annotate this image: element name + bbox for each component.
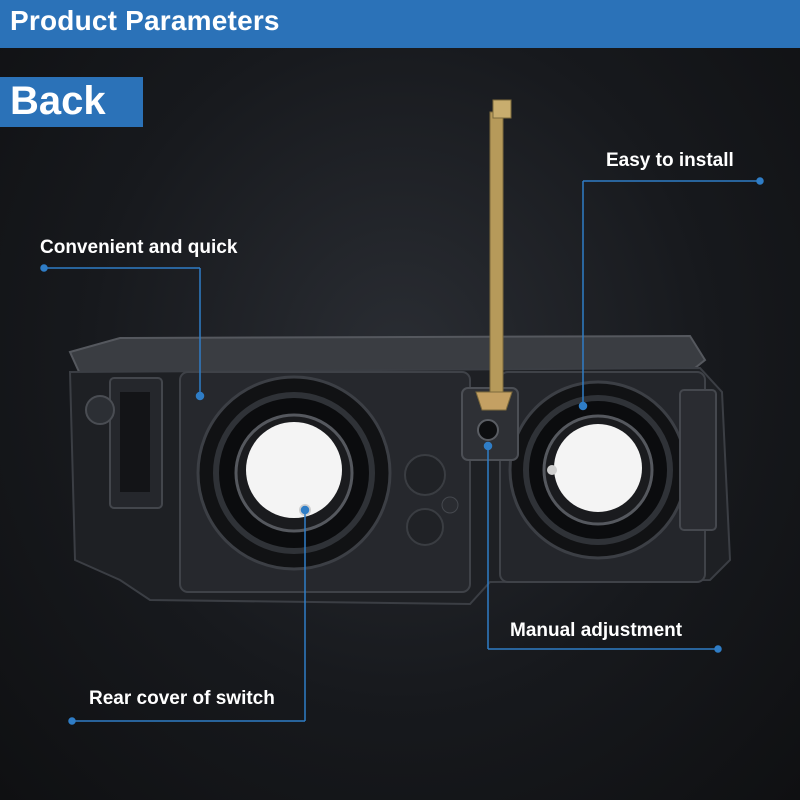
- view-badge-label: Back: [10, 79, 106, 123]
- page-title: Product Parameters: [10, 5, 280, 36]
- header-bar: Product Parameters: [0, 0, 800, 48]
- view-badge: Back: [0, 77, 143, 127]
- callout-manual-adjustment: Manual adjustment: [510, 620, 683, 641]
- callout-rear-cover-of-switch: Rear cover of switch: [89, 688, 275, 709]
- callout-easy-to-install: Easy to install: [606, 150, 734, 171]
- callout-convenient-quick: Convenient and quick: [40, 237, 238, 258]
